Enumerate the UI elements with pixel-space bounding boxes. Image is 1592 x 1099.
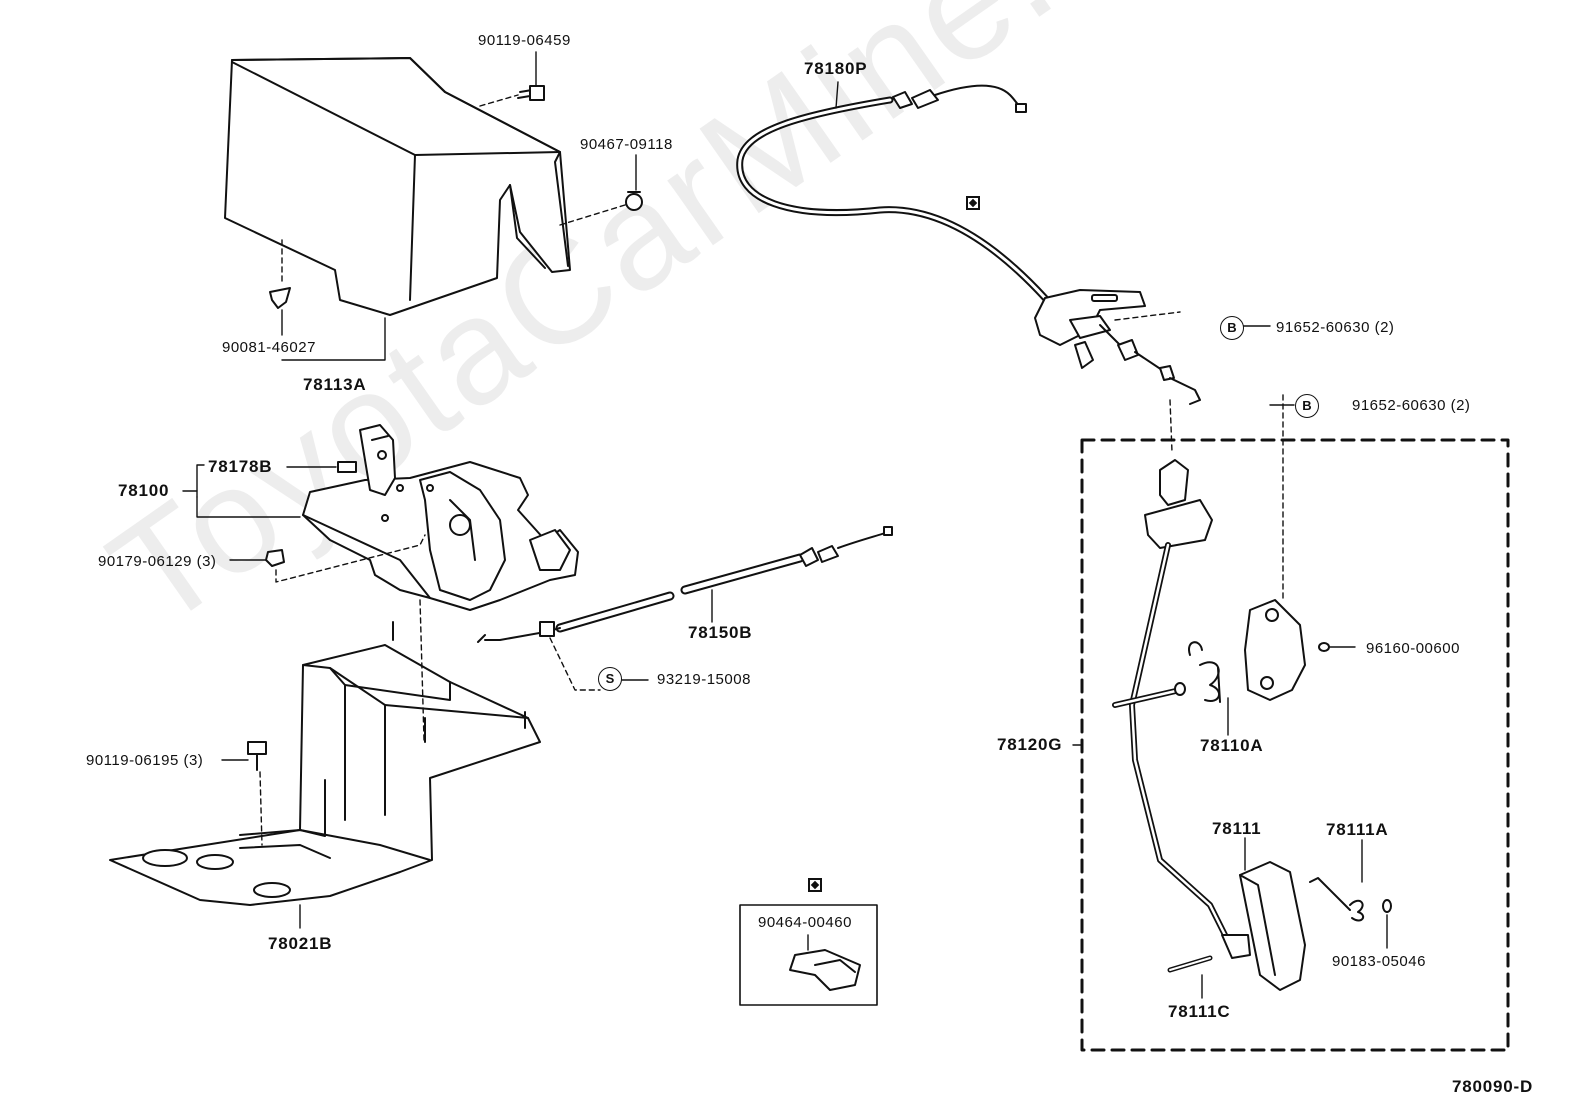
label-78111a: 78111A: [1326, 820, 1389, 839]
label-90464-00460: 90464-00460: [758, 914, 852, 931]
label-78111c: 78111C: [1168, 1002, 1231, 1021]
label-93219-15008: 93219-15008: [657, 671, 751, 688]
cable-78150b-drawing: [477, 526, 893, 691]
pedal-pad-78111-drawing: [1239, 837, 1306, 991]
label-90183-05046: 90183-05046: [1332, 953, 1426, 970]
label-90081-46027: 90081-46027: [222, 339, 316, 356]
bolt-90119-06195-drawing: [221, 741, 267, 846]
clip-90183-05046-drawing: [1382, 899, 1392, 949]
diagram-code: 780090-D: [1452, 1077, 1534, 1096]
label-78150b: 78150B: [688, 623, 753, 642]
label-90119-06195: 90119-06195 (3): [86, 752, 204, 769]
label-91652-60630-top: 91652-60630 (2): [1276, 319, 1395, 336]
label-90119-06459: 90119-06459: [478, 32, 571, 49]
label-78021b: 78021B: [268, 934, 333, 953]
clamp-90464-00460-drawing: [739, 904, 878, 1006]
badge-s-clip: S: [598, 667, 622, 691]
spring-78110a-drawing: [1188, 641, 1229, 736]
label-91652-60630-mid: 91652-60630 (2): [1352, 397, 1471, 414]
label-78111: 78111: [1212, 819, 1262, 838]
label-78120g: 78120G: [997, 735, 1063, 754]
throttle-bracket-drawing: [1034, 289, 1201, 453]
badge-b-mid: B: [1295, 394, 1319, 418]
label-90467-09118: 90467-09118: [580, 136, 673, 153]
cable-78180p-drawing: [736, 81, 1049, 302]
label-78178b: 78178B: [208, 457, 273, 476]
label-90179-06129: 90179-06129 (3): [98, 553, 217, 570]
nut-96160-00600-drawing: [1318, 642, 1356, 652]
label-78180p: 78180P: [804, 59, 868, 78]
label-78113a: 78113A: [303, 375, 367, 394]
clip-90467-09118-drawing: [559, 154, 643, 226]
pin-78111c-drawing: [1167, 955, 1213, 999]
spring-78111a-drawing: [1309, 839, 1365, 922]
reference-symbol-top: [966, 196, 980, 210]
badge-b-top: B: [1220, 316, 1244, 340]
leader-78100: [196, 496, 301, 518]
label-96160-00600: 96160-00600: [1366, 640, 1460, 657]
bracket-78100-drawing: [302, 424, 579, 611]
nut-90179-06129-drawing: [229, 534, 426, 583]
cover-78113a-drawing: [224, 57, 571, 316]
pedal-bracket-drawing: [1244, 599, 1306, 701]
label-78100: 78100: [118, 481, 170, 500]
bolt-90119-06459-drawing: [479, 51, 545, 107]
floor-bracket-78021b-drawing: [109, 621, 541, 906]
clip-90081-46027-drawing: [269, 239, 386, 361]
pedal-lever-drawing: [1112, 459, 1251, 959]
label-78110a: 78110A: [1200, 736, 1264, 755]
reference-symbol-clamp: [808, 878, 822, 892]
